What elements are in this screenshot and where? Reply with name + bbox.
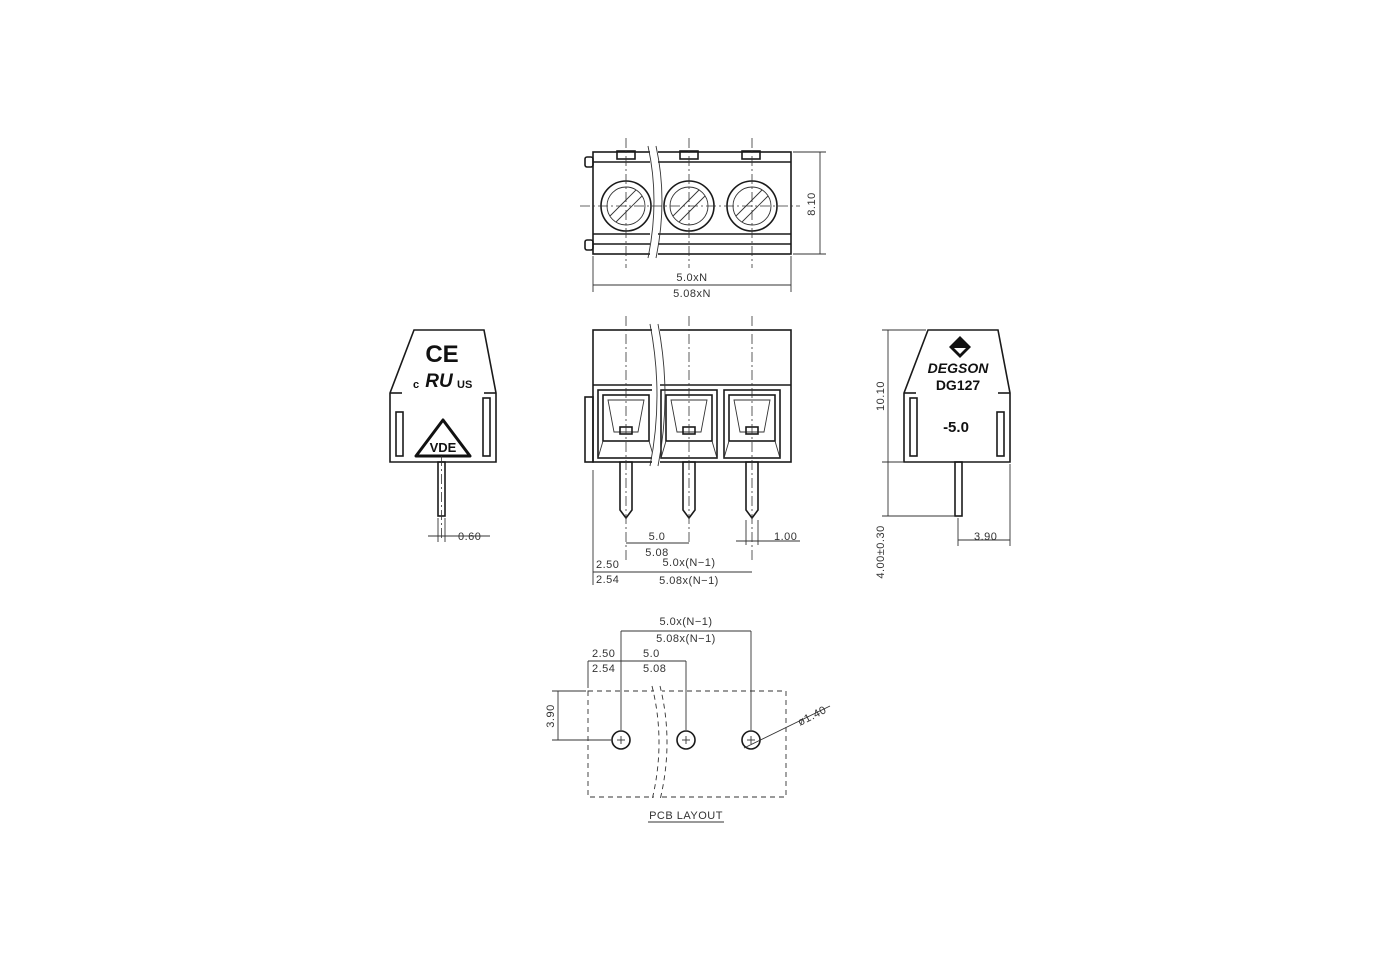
vde-mark: VDE — [414, 418, 472, 458]
pcb-pitch-dim-1: 5.0 — [643, 648, 660, 660]
model-label: DG127 — [936, 377, 981, 393]
front-pitch-dim-1: 5.0 — [649, 531, 666, 543]
right-pin-length-dim: 4.00±0.30 — [875, 525, 887, 578]
front-span-dim-1: 5.0x(N−1) — [662, 557, 715, 569]
top-width-dim-2: 5.08xN — [673, 288, 711, 300]
top-width-dim-1: 5.0xN — [676, 272, 707, 284]
brand-label: DEGSON — [928, 360, 990, 376]
right-height-dim: 10.10 — [875, 381, 887, 411]
front-pin-width-dim: 1.00 — [774, 531, 797, 543]
pcb-offset-dim-2: 2.54 — [592, 663, 615, 675]
pcb-hole — [676, 730, 696, 750]
top-view-body — [592, 151, 792, 255]
ul-mark: RU — [425, 371, 454, 392]
front-view-body — [592, 329, 792, 463]
right-pin-pos-dim: 3.90 — [974, 531, 997, 543]
ul-c-label: c — [413, 379, 419, 391]
degson-logo-icon — [949, 336, 971, 358]
front-view: 5.0 5.08 1.00 2.50 2.54 5.0x(N−1) 5.08x(… — [584, 316, 800, 587]
pcb-span-dim-2: 5.08x(N−1) — [656, 633, 716, 645]
vde-label: VDE — [430, 440, 457, 455]
pitch-label: -5.0 — [943, 419, 969, 436]
pcb-pitch-dim-2: 5.08 — [643, 663, 666, 675]
left-side-view: CE c RU US VDE 0.60 — [389, 329, 497, 543]
ul-us-label: US — [457, 379, 472, 391]
top-view: 5.0xN 5.08xN 8.10 — [580, 138, 826, 300]
pcb-outline — [587, 690, 787, 798]
pcb-span-dim-1: 5.0x(N−1) — [659, 616, 712, 628]
ce-mark: CE — [425, 341, 458, 368]
right-side-view: DEGSON DG127 -5.0 10.10 4.00±0.30 3.90 — [875, 329, 1011, 579]
pcb-caption: PCB LAYOUT — [649, 810, 723, 822]
pcb-hole-dim: ø1.40 — [796, 704, 829, 729]
front-offset-dim-2: 2.54 — [596, 574, 619, 586]
pcb-offset-dim-1: 2.50 — [592, 648, 615, 660]
front-span-dim-2: 5.08x(N−1) — [659, 575, 719, 587]
pcb-hole — [611, 730, 631, 750]
front-pitch-dim-2: 5.08 — [645, 547, 668, 559]
pcb-layout: ø1.40 5.0x(N−1) 5.08x(N−1) 2.50 2.54 5.0… — [545, 616, 831, 823]
front-offset-dim-1: 2.50 — [596, 559, 619, 571]
pcb-row-dim: 3.90 — [545, 704, 557, 727]
top-height-dim: 8.10 — [806, 192, 818, 215]
left-pin-dim: 0.60 — [458, 531, 481, 543]
